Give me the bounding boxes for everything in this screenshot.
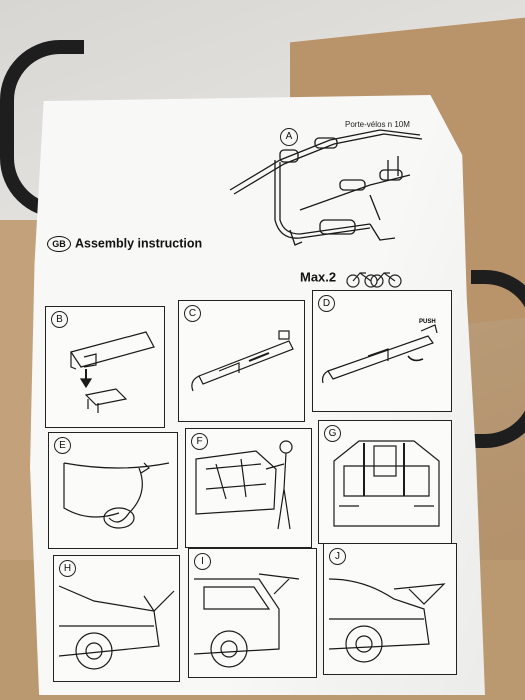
- panel-b-illustration: [70, 331, 155, 413]
- panel-d-illustration: [321, 324, 438, 384]
- panel-f-badge: F: [191, 433, 208, 450]
- title-text: Assembly instruction: [75, 236, 203, 251]
- panel-j-badge: J: [329, 548, 346, 565]
- panel-e-illustration: [63, 462, 170, 529]
- panel-g: G: [318, 420, 452, 544]
- panel-c-illustration: [191, 330, 294, 392]
- panel-b: B: [45, 306, 165, 428]
- panel-g-illustration: [333, 440, 440, 527]
- panel-h-badge: H: [59, 560, 76, 577]
- max-label-text: Max.2: [300, 269, 337, 285]
- panel-c-badge: C: [184, 305, 201, 322]
- figure-a-badge: A: [280, 128, 298, 146]
- panel-f-illustration: [195, 440, 293, 530]
- panel-h-illustration: [58, 585, 175, 670]
- push-label: PUSH: [419, 319, 436, 325]
- max-bikes-label: Max.2: [300, 268, 404, 288]
- language-badge: GB: [47, 236, 71, 252]
- panel-i: I: [188, 548, 317, 678]
- panel-e: E: [48, 432, 178, 549]
- bicycle-icon: [346, 272, 402, 288]
- panel-i-illustration: [193, 573, 300, 668]
- bike-rack-diagram: [229, 129, 423, 246]
- panel-g-badge: G: [324, 425, 341, 442]
- panel-d-badge: D: [318, 295, 335, 312]
- panel-b-badge: B: [51, 311, 68, 328]
- black-strap-right: [471, 270, 525, 448]
- panel-j-illustration: [328, 578, 446, 663]
- panel-e-badge: E: [54, 437, 71, 454]
- panel-h: H: [53, 555, 180, 682]
- product-label: Porte-vélos n 10M: [345, 120, 410, 129]
- panel-j: J: [323, 543, 457, 675]
- panel-f: F: [185, 428, 312, 548]
- panel-i-badge: I: [194, 553, 211, 570]
- panel-d: D PUSH: [312, 290, 452, 412]
- document-title: GB Assembly instruction: [47, 236, 202, 252]
- panel-c: C: [178, 300, 305, 422]
